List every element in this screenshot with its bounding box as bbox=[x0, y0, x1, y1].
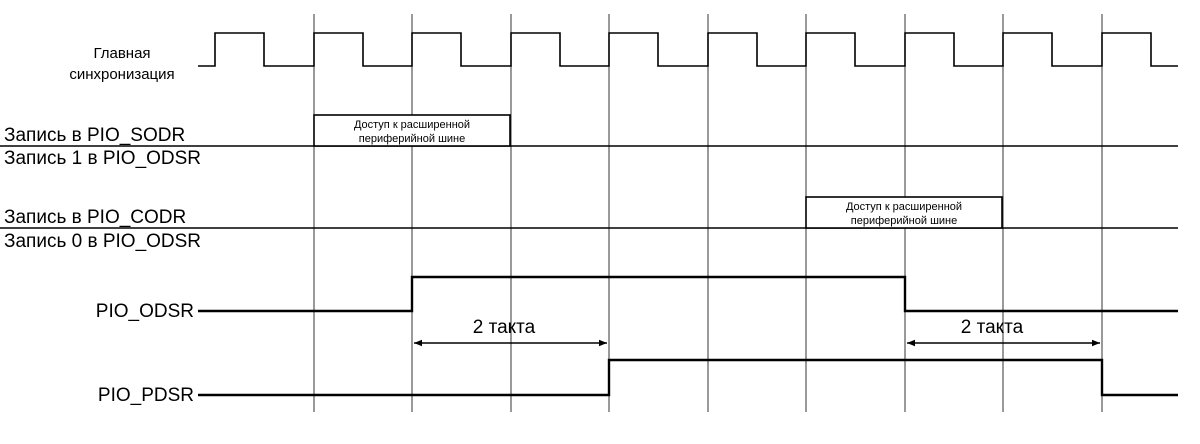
duration-label-second: 2 такта bbox=[961, 317, 1024, 338]
codr-write-row: Запись в PIO_CODR Запись 0 в PIO_ODSR До… bbox=[0, 196, 1178, 252]
sodr-bus-access-line2: периферийной шине bbox=[359, 133, 465, 145]
pdsr-label: PIO_PDSR bbox=[98, 385, 194, 406]
pdsr-signal: PIO_PDSR bbox=[98, 358, 1178, 406]
sodr-bus-access-line1: Доступ к расширенной bbox=[354, 119, 470, 131]
clock-label-line1: Главная bbox=[93, 45, 150, 62]
clock-signal: Главная синхронизация bbox=[69, 32, 1178, 83]
sodr-write-row: Запись в PIO_SODR Запись 1 в PIO_ODSR До… bbox=[0, 114, 1178, 169]
odsr-waveform bbox=[198, 275, 1178, 313]
codr-bus-access-line2: периферийной шине bbox=[851, 215, 957, 227]
clock-waveform bbox=[198, 32, 1178, 67]
duration-label-first: 2 такта bbox=[473, 317, 536, 338]
clock-label-line2: синхронизация bbox=[69, 66, 174, 83]
sodr-write-label: Запись в PIO_SODR bbox=[4, 125, 185, 146]
odsr-write1-label: Запись 1 в PIO_ODSR bbox=[4, 148, 201, 169]
codr-bus-access-box bbox=[805, 196, 1003, 229]
codr-write-label: Запись в PIO_CODR bbox=[4, 207, 186, 228]
codr-bus-access-line1: Доступ к расширенной bbox=[846, 201, 962, 213]
odsr-write0-label: Запись 0 в PIO_ODSR bbox=[4, 231, 201, 252]
odsr-signal: PIO_ODSR 2 такта 2 такта bbox=[96, 275, 1178, 347]
pdsr-waveform bbox=[198, 358, 1178, 397]
sodr-bus-access-box bbox=[313, 114, 511, 147]
odsr-label: PIO_ODSR bbox=[96, 301, 194, 322]
